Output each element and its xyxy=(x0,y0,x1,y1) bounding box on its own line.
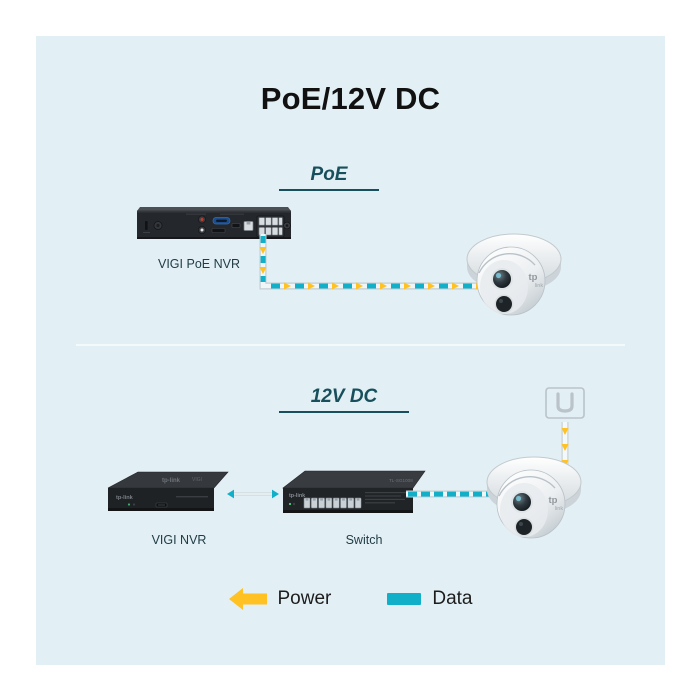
device-vigi-nvr[interactable]: tp-link VIGI tp-link xyxy=(104,466,230,520)
svg-text:tp: tp xyxy=(549,495,558,506)
tp-link-logo: tp link xyxy=(529,272,544,289)
device-camera-12vdc[interactable]: tp link xyxy=(477,448,591,548)
diagram-panel: PoE/12V DC PoE xyxy=(36,36,665,665)
data-bar-icon xyxy=(387,593,422,605)
legend: Power Data xyxy=(36,588,665,610)
page-title: PoE/12V DC xyxy=(260,81,441,116)
svg-text:tp: tp xyxy=(529,272,538,283)
legend-label-data: Data xyxy=(432,588,473,609)
svg-text:tp-link: tp-link xyxy=(289,493,305,499)
device-camera-poe[interactable]: tp link xyxy=(457,225,571,323)
section-heading-poe: PoE xyxy=(279,164,379,191)
device-power-adapter[interactable] xyxy=(544,386,586,424)
legend-label-power: Power xyxy=(277,588,332,609)
vigi-poe-nvr-illustration xyxy=(137,207,291,239)
poe-cable-illustration xyxy=(259,234,499,290)
caption-vigi-poe-nvr: VIGI PoE NVR xyxy=(158,257,240,271)
power-arrow-icon xyxy=(228,588,267,610)
svg-text:link: link xyxy=(535,283,544,289)
section-heading-poe-text: PoE xyxy=(310,164,348,185)
section-divider xyxy=(76,344,625,346)
svg-text:TL-SG1008: TL-SG1008 xyxy=(389,478,413,483)
svg-text:tp-link: tp-link xyxy=(116,495,134,501)
vigi-nvr-illustration: tp-link VIGI tp-link xyxy=(107,471,229,511)
legend-item-power: Power xyxy=(228,588,332,610)
left-arrow-icon xyxy=(228,588,267,610)
tp-link-logo: tp link xyxy=(549,495,564,512)
turret-camera-illustration: tp link xyxy=(466,233,562,316)
svg-text:tp-link: tp-link xyxy=(162,478,181,484)
legend-item-data: Data xyxy=(387,588,473,610)
section-heading-underline xyxy=(279,189,379,191)
switch-illustration: TL-SG1008 tp-link xyxy=(282,470,426,513)
device-switch[interactable]: TL-SG1008 tp-link xyxy=(279,464,429,522)
svg-text:VIGI: VIGI xyxy=(192,477,202,483)
svg-text:link: link xyxy=(555,506,564,512)
data-link-nvr-switch xyxy=(224,486,282,502)
poe-cable-link xyxy=(241,234,501,296)
caption-vigi-nvr: VIGI NVR xyxy=(151,533,207,547)
turret-camera-illustration: tp link xyxy=(486,456,582,539)
double-arrow-icon xyxy=(227,489,279,499)
section-heading-12vdc: 12V DC xyxy=(279,386,409,413)
section-heading-12vdc-text: 12V DC xyxy=(310,386,378,407)
section-heading-underline xyxy=(279,411,409,413)
caption-switch: Switch xyxy=(345,533,383,547)
device-vigi-poe-nvr[interactable] xyxy=(134,201,294,245)
power-adapter-illustration xyxy=(545,387,585,419)
